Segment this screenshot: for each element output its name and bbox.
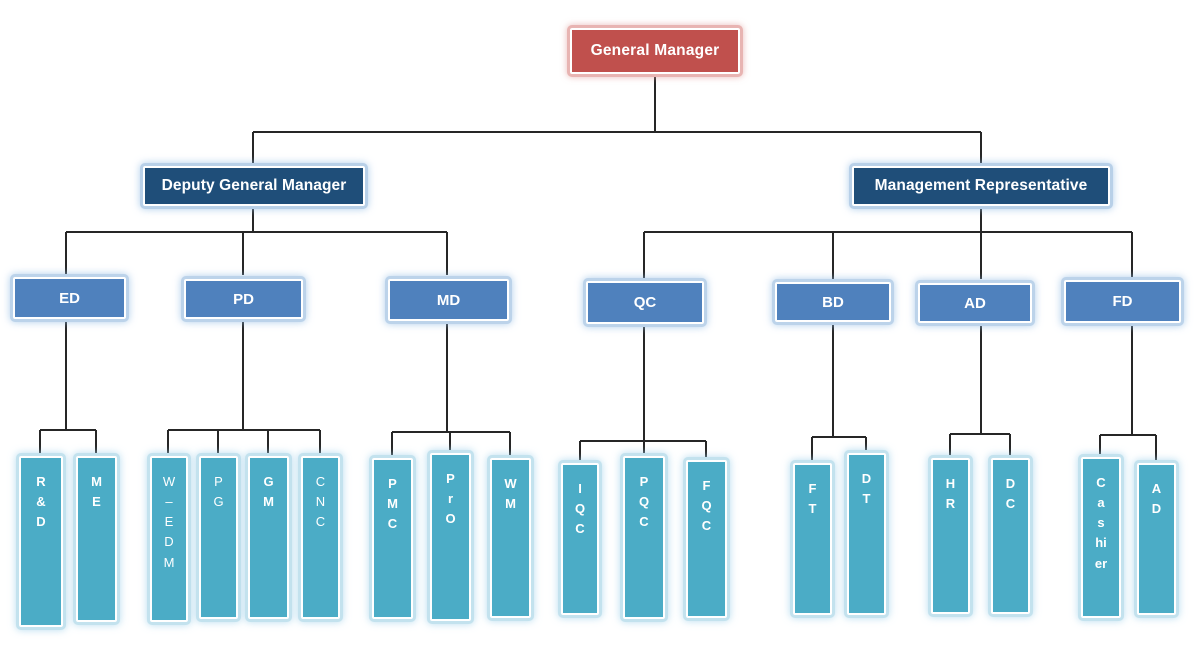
node-bd[interactable]: BD [772,279,894,325]
node-rd-label: R&D [36,474,46,530]
node-fd[interactable]: FD [1061,277,1184,326]
node-fd-label: FD [1112,293,1133,310]
node-md[interactable]: MD [385,276,512,324]
node-ad[interactable]: AD [915,280,1035,326]
node-ed-label: ED [59,289,80,307]
node-ad-label: AD [964,294,986,312]
node-management-representative[interactable]: Management Representative [849,163,1113,209]
node-rd[interactable]: R&D [16,453,66,630]
node-pd[interactable]: PD [181,276,306,322]
node-general-manager[interactable]: General Manager [567,25,743,77]
node-deputy-general-manager-label: Deputy General Manager [161,177,347,194]
node-pd-label: PD [233,290,254,308]
node-qc-label: QC [633,294,657,311]
node-bd-label: BD [822,293,844,311]
node-ed[interactable]: ED [10,274,129,322]
node-qc[interactable]: QC [583,278,707,327]
node-deputy-general-manager[interactable]: Deputy General Manager [140,163,368,209]
node-general-manager-label: General Manager [590,42,720,59]
node-md-label: MD [436,291,461,309]
node-management-representative-label: Management Representative [874,177,1088,194]
